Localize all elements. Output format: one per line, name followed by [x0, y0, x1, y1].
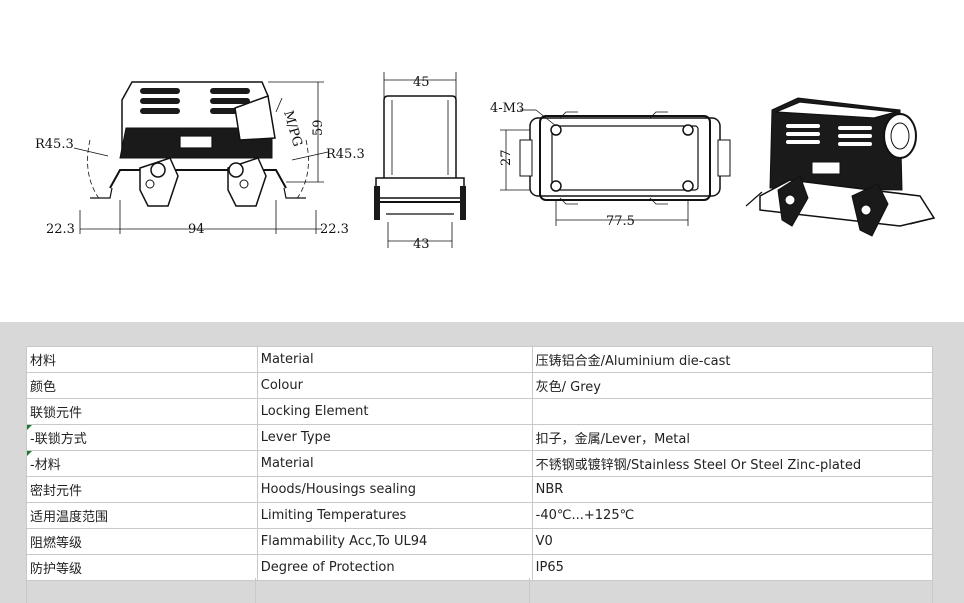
table-continuation	[26, 578, 933, 603]
radius-right-label: R45.3	[326, 147, 365, 162]
table-row: 颜色 Colour 灰色/ Grey	[26, 372, 934, 399]
en-label-cell: Material	[256, 450, 533, 477]
table-row: 联锁元件 Locking Element	[26, 398, 934, 425]
inner-height-label: 27	[499, 149, 514, 166]
screws-label: 4-M3	[490, 101, 524, 116]
cn-label-cell: -联锁方式	[26, 424, 258, 451]
value-cell: 灰色/ Grey	[531, 372, 934, 399]
en-label-cell: Degree of Protection	[256, 554, 533, 581]
value-cell: -40℃...+125℃	[531, 502, 934, 529]
value-cell: 扣子，金属/Lever，Metal	[531, 424, 934, 451]
en-label-cell: Colour	[256, 372, 533, 399]
cn-label-cell: 材料	[26, 346, 258, 373]
value-cell: 不锈钢或镀锌钢/Stainless Steel Or Steel Zinc-pl…	[531, 450, 934, 477]
front-view: R45.3 R45.3 M/PG 59 22.3 94 22.3	[35, 81, 365, 237]
comment-marker	[27, 451, 32, 456]
cn-label-cell: 密封元件	[26, 476, 258, 503]
cn-label-cell: 颜色	[26, 372, 258, 399]
cn-label-cell: 联锁元件	[26, 398, 258, 425]
en-label-cell: Limiting Temperatures	[256, 502, 533, 529]
comment-marker	[27, 425, 32, 430]
inner-width-label: 77.5	[606, 214, 635, 229]
table-row: 阻燃等级 Flammability Acc,To UL94 V0	[26, 528, 934, 555]
en-label-cell: Hoods/Housings sealing	[256, 476, 533, 503]
en-label-cell: Lever Type	[256, 424, 533, 451]
table-row: 材料 Material 压铸铝合金/Aluminium die-cast	[26, 346, 934, 373]
technical-drawing: R45.3 R45.3 M/PG 59 22.3 94 22.3 45 43	[35, 72, 936, 252]
left-offset-label: 22.3	[46, 222, 75, 237]
isometric-view	[745, 97, 936, 237]
side-view: 45 43	[374, 72, 466, 252]
right-offset-label: 22.3	[320, 222, 349, 237]
en-label-cell: Material	[256, 346, 533, 373]
table-row: 防护等级 Degree of Protection IP65	[26, 554, 934, 581]
value-cell: V0	[531, 528, 934, 555]
side-bottom-width-label: 43	[413, 237, 430, 252]
span-label: 94	[188, 222, 205, 237]
cn-label-cell: -材料	[26, 450, 258, 477]
specification-section: 材料 Material 压铸铝合金/Aluminium die-cast 颜色 …	[0, 322, 964, 603]
radius-left-label: R45.3	[35, 137, 74, 152]
thread-label: M/PG	[280, 109, 305, 149]
cn-label-text: -联锁方式	[30, 432, 87, 447]
table-row: 密封元件 Hoods/Housings sealing NBR	[26, 476, 934, 503]
table-row: 适用温度范围 Limiting Temperatures -40℃...+125…	[26, 502, 934, 529]
value-cell: 压铸铝合金/Aluminium die-cast	[531, 346, 934, 373]
table-row: -材料 Material 不锈钢或镀锌钢/Stainless Steel Or …	[26, 450, 934, 477]
value-cell: IP65	[531, 554, 934, 581]
side-top-width-label: 45	[413, 75, 430, 90]
en-label-cell: Locking Element	[256, 398, 533, 425]
value-cell: NBR	[531, 476, 934, 503]
cn-label-cell: 适用温度范围	[26, 502, 258, 529]
height-label: 59	[311, 119, 326, 136]
specification-table: 材料 Material 压铸铝合金/Aluminium die-cast 颜色 …	[26, 346, 934, 581]
table-row: -联锁方式 Lever Type 扣子，金属/Lever，Metal	[26, 424, 934, 451]
cn-label-cell: 阻燃等级	[26, 528, 258, 555]
cn-label-cell: 防护等级	[26, 554, 258, 581]
value-cell	[531, 398, 934, 425]
top-view: 4-M3 27 77.5	[490, 101, 731, 229]
en-label-cell: Flammability Acc,To UL94	[256, 528, 533, 555]
cn-label-text: -材料	[30, 458, 61, 473]
